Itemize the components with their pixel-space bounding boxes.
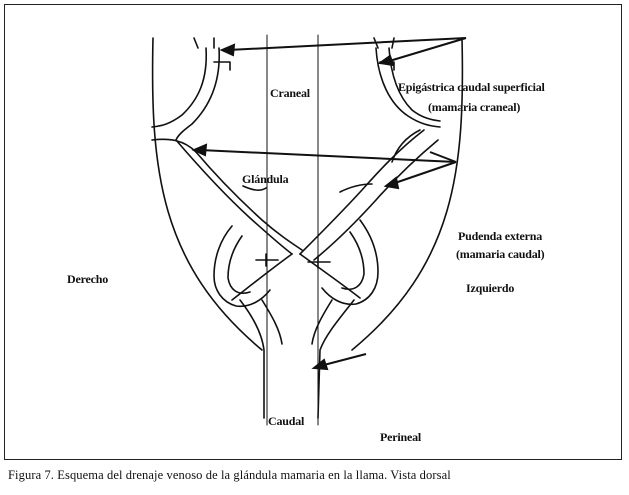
trunk-inner-right: [312, 300, 332, 344]
loop-left: [214, 226, 270, 306]
stub-left: [194, 38, 214, 48]
label-epigastrica-sub: (mamaria craneal): [428, 100, 520, 115]
vein-left-cranial-outer: [152, 48, 206, 127]
label-craneal: Craneal: [270, 86, 310, 101]
label-pudenda: Pudenda externa: [458, 229, 542, 244]
stub-left-notch: [214, 62, 230, 70]
arrow-head-1: [222, 45, 234, 55]
label-izquierdo: Izquierdo: [466, 281, 514, 296]
label-pudenda-sub: (mamaria caudal): [456, 247, 544, 262]
arrow-head-2: [380, 56, 393, 65]
vein-left-lower-outer: [152, 139, 196, 152]
label-derecho: Derecho: [67, 272, 108, 287]
loop-left-inner: [228, 236, 250, 293]
label-caudal: Caudal: [268, 414, 304, 429]
arrow-head-5: [386, 178, 398, 188]
arrow-head-3: [194, 145, 206, 155]
vein-cross-right-down: [300, 254, 360, 298]
vein-right-diagonal-outer: [300, 130, 424, 254]
arrow-line-6: [320, 354, 366, 366]
loop-right-inner: [342, 232, 364, 289]
label-perineal: Perineal: [380, 430, 421, 445]
figure-caption: Figura 7. Esquema del drenaje venoso de …: [8, 468, 451, 483]
vein-left-diagonal-outer: [176, 140, 292, 254]
arrow-head-6: [314, 360, 327, 369]
trunk-left: [240, 300, 264, 418]
arrow-line-3: [200, 150, 456, 162]
label-glandula: Glándula: [242, 172, 288, 187]
cross-right: [308, 256, 330, 268]
gland-outline-left: [153, 38, 262, 350]
vein-left-diagonal-inner: [196, 152, 302, 250]
label-epigastrica: Epigástrica caudal superficial: [398, 80, 545, 95]
trunk-inner-left: [262, 300, 282, 344]
